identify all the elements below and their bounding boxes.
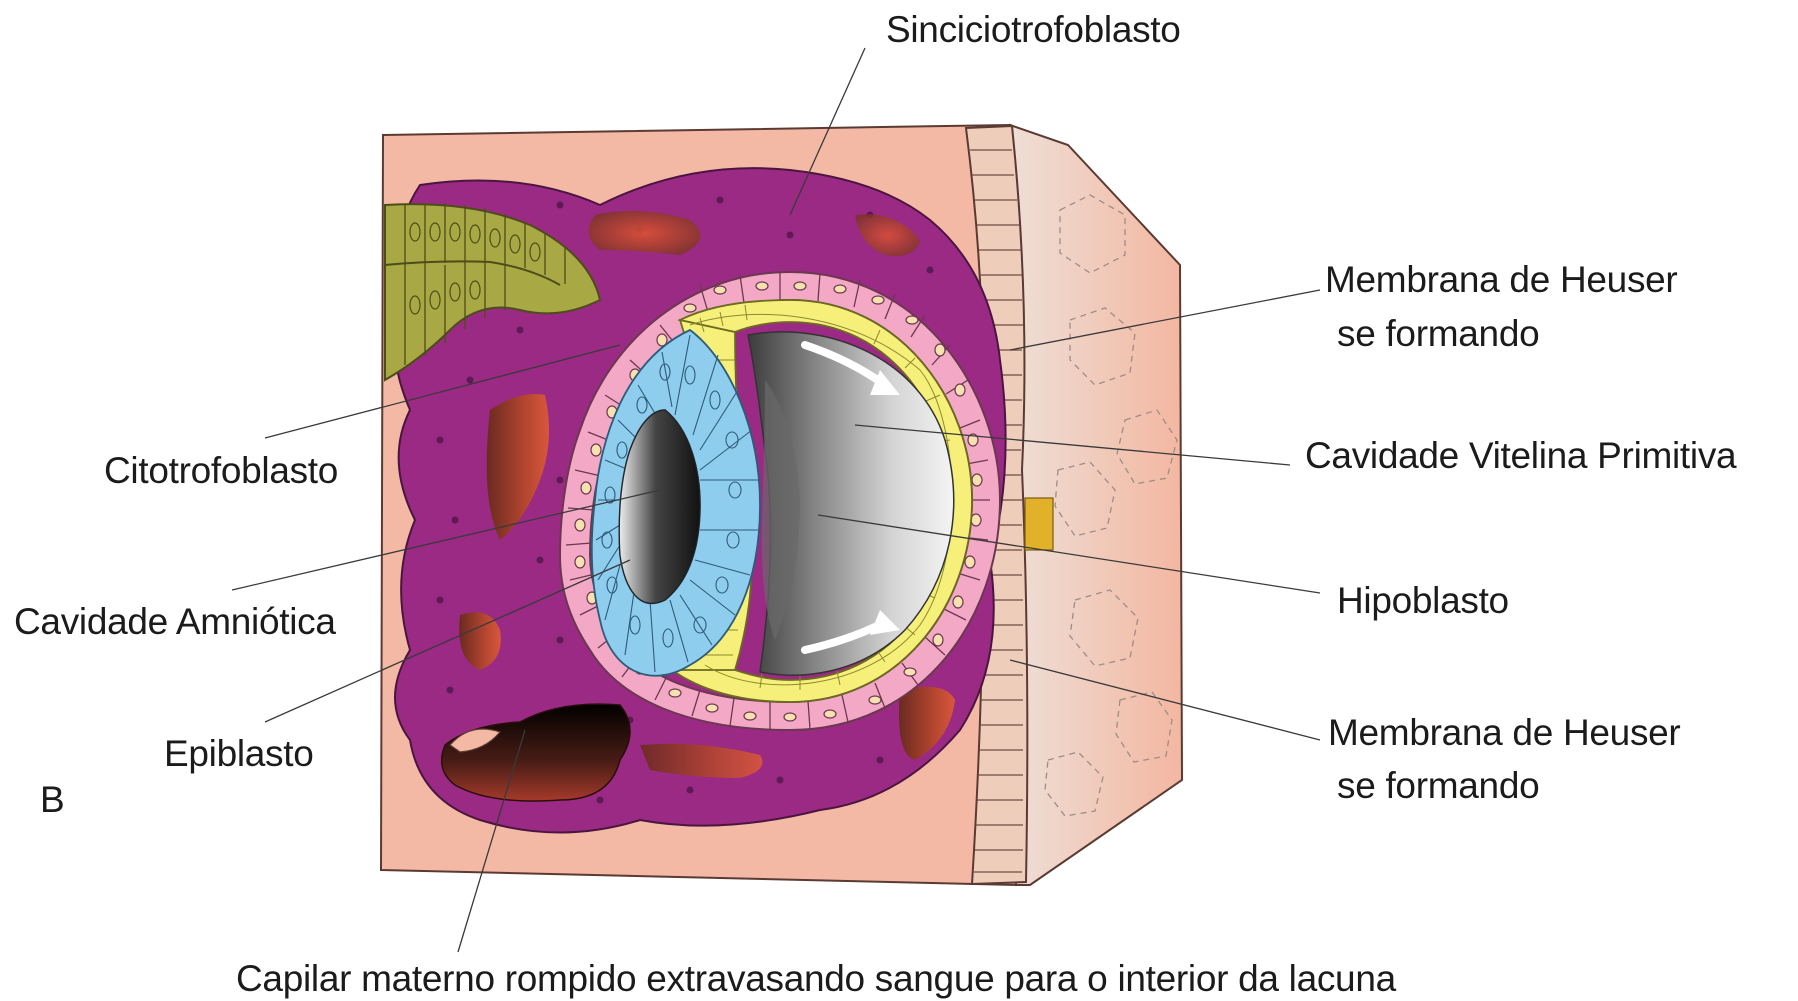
implantation-plug (1025, 498, 1053, 550)
label-capilar-materno: Capilar materno rompido extravasando san… (236, 957, 1396, 1001)
label-heuser-bottom-line2: se formando (1337, 764, 1539, 808)
label-cavidade-vitelina: Cavidade Vitelina Primitiva (1305, 434, 1736, 478)
label-heuser-bottom-line1: Membrana de Heuser (1328, 711, 1680, 755)
label-epiblasto: Epiblasto (164, 732, 314, 776)
label-cavidade-amniotica: Cavidade Amniótica (14, 600, 336, 644)
label-heuser-top-line1: Membrana de Heuser (1325, 258, 1677, 302)
label-citotrofoblasto: Citotrofoblasto (104, 449, 338, 493)
label-heuser-top-line2: se formando (1337, 312, 1539, 356)
label-sinciciotrofoblasto: Sinciciotrofoblasto (886, 8, 1181, 52)
panel-letter: B (40, 778, 64, 822)
label-hipoblasto: Hipoblasto (1337, 579, 1509, 623)
